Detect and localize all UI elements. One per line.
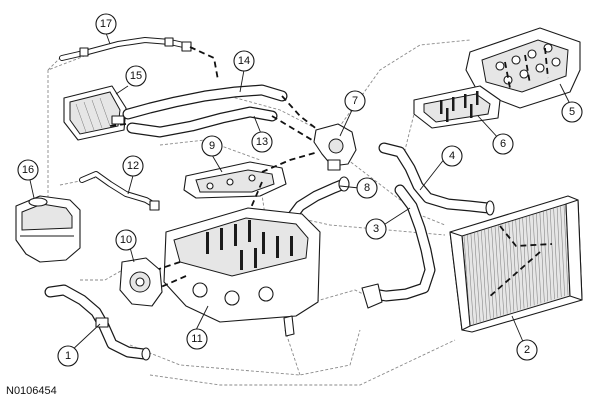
callout-16-label: 16 — [22, 164, 34, 176]
coolant-crossover-9 — [183, 161, 287, 199]
callout-4: 4 — [441, 145, 463, 167]
upper-radiator-hose-4 — [378, 142, 495, 216]
callout-7-label: 7 — [352, 95, 358, 107]
callout-16: 16 — [17, 159, 39, 181]
callout-11: 11 — [186, 328, 208, 350]
callout-7: 7 — [344, 90, 366, 112]
callout-14: 14 — [233, 50, 255, 72]
vent-tube-17 — [59, 37, 192, 61]
heater-core-15 — [63, 85, 127, 141]
callout-11-label: 11 — [191, 333, 202, 345]
callout-15: 15 — [125, 65, 147, 87]
callout-10-label: 10 — [120, 234, 132, 246]
engine-block-11 — [149, 207, 321, 323]
callout-13: 13 — [251, 131, 273, 153]
lower-radiator-hose-3 — [361, 184, 436, 309]
callout-9: 9 — [201, 135, 223, 157]
callout-10: 10 — [115, 229, 137, 251]
thermostat-housing-7 — [313, 123, 357, 171]
cylinder-head-5 — [465, 27, 581, 109]
callout-2: 2 — [516, 339, 538, 361]
callout-17: 17 — [95, 13, 117, 35]
callout-12-label: 12 — [127, 160, 139, 172]
callout-2-label: 2 — [524, 344, 530, 356]
drain-plug — [283, 315, 295, 337]
callout-3-label: 3 — [373, 223, 379, 235]
coolant-tube-12 — [79, 171, 160, 211]
callout-3: 3 — [365, 218, 387, 240]
coolant-hose-8 — [282, 176, 350, 228]
water-pump-10 — [119, 257, 163, 307]
callout-13-label: 13 — [256, 136, 268, 148]
callout-6: 6 — [492, 133, 514, 155]
callout-14-label: 14 — [238, 55, 250, 67]
callout-1-label: 1 — [65, 350, 71, 362]
coolant-hose-1 — [44, 284, 151, 361]
coolant-flow-lines — [30, 39, 471, 386]
callout-9-label: 9 — [209, 140, 215, 152]
callout-5: 5 — [561, 101, 583, 123]
callout-4-label: 4 — [449, 150, 455, 162]
heater-hoses-13-14 — [122, 84, 288, 138]
callout-17-label: 17 — [100, 18, 112, 30]
callout-12: 12 — [122, 155, 144, 177]
callout-1: 1 — [57, 345, 79, 367]
callout-8: 8 — [356, 177, 378, 199]
degas-bottle-16 — [15, 195, 81, 263]
gasket-plate-6 — [413, 85, 501, 129]
radiator-2 — [449, 195, 583, 333]
callout-5-label: 5 — [569, 106, 575, 118]
callout-15-label: 15 — [130, 70, 142, 82]
callout-8-label: 8 — [364, 182, 370, 194]
figure-id: N0106454 — [6, 385, 57, 397]
callout-6-label: 6 — [500, 138, 506, 150]
